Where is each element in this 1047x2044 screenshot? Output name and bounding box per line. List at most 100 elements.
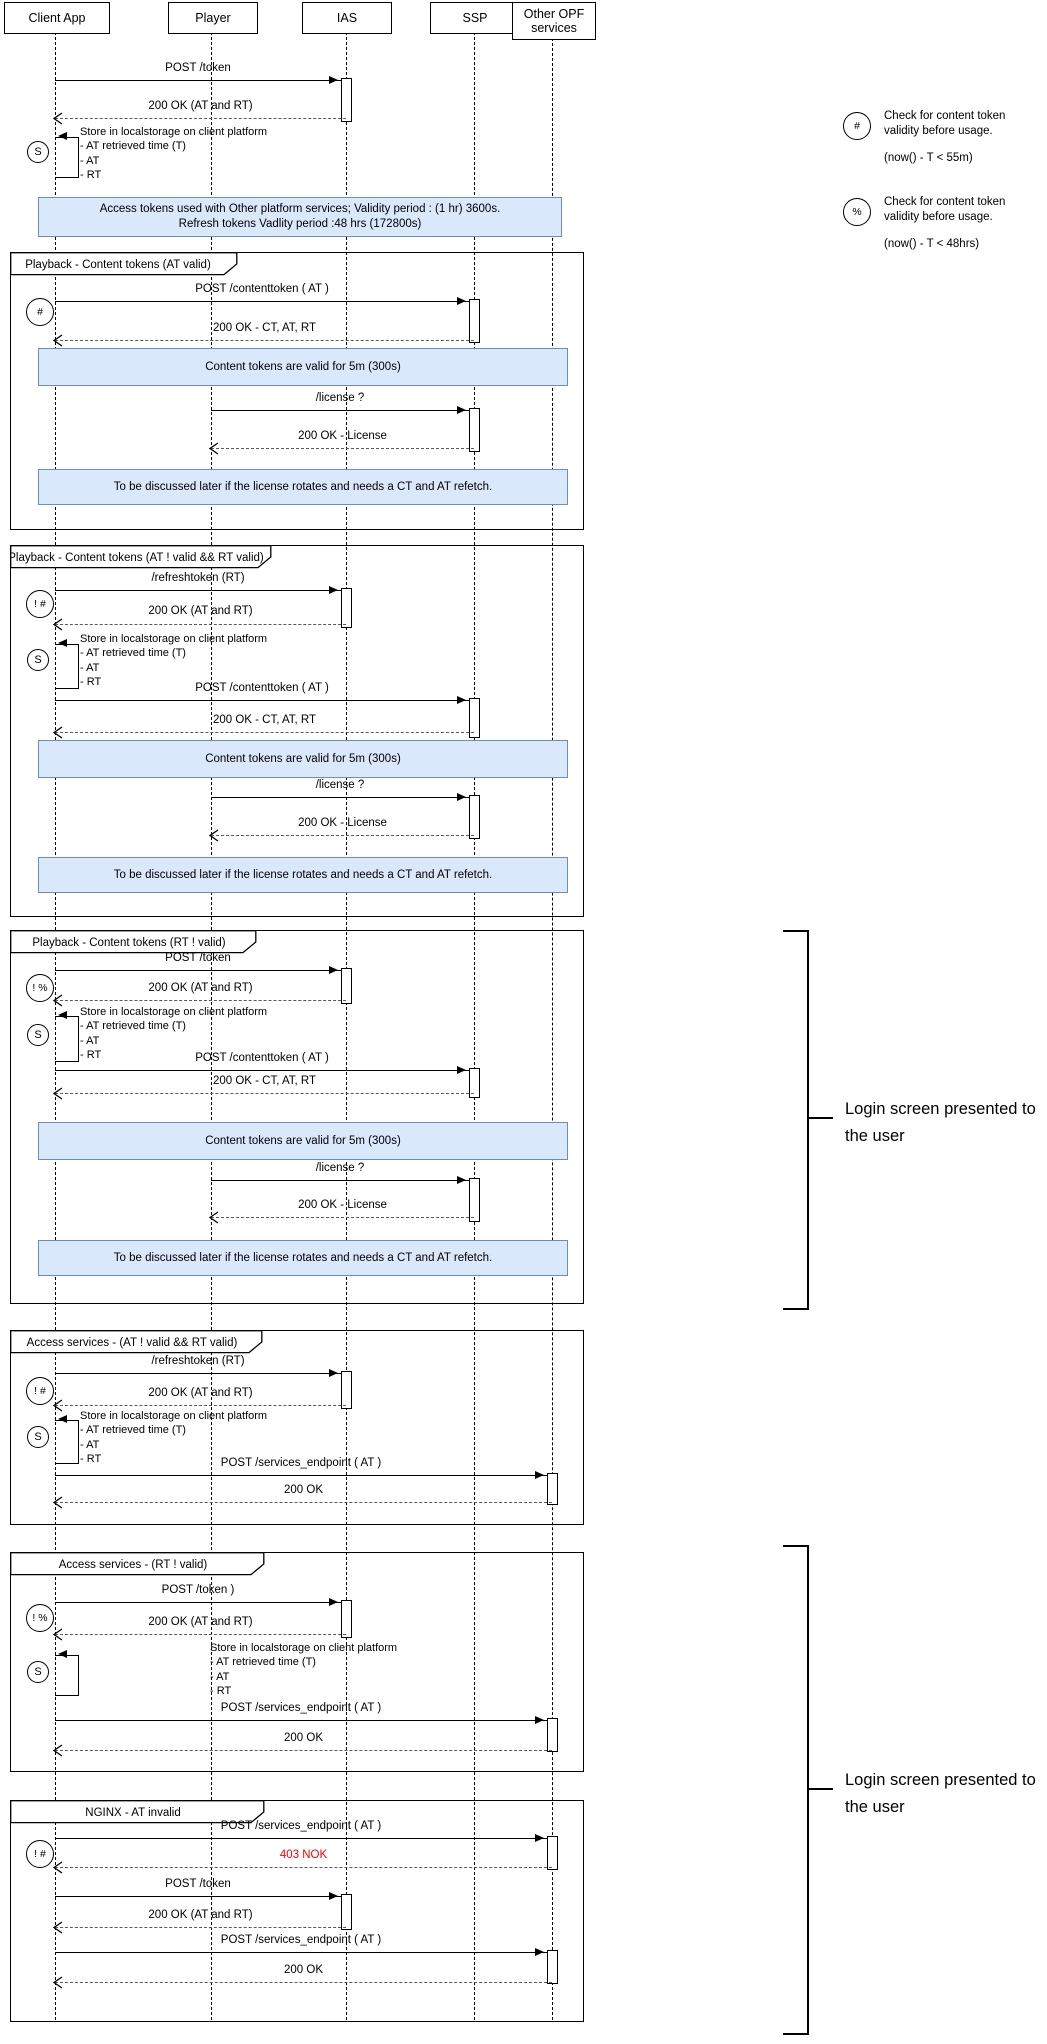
arrowhead-left-icon <box>52 1628 63 1641</box>
arrowhead-right-icon <box>329 585 342 594</box>
message-label: POST /token <box>165 1878 231 1890</box>
message-label: /refreshtoken (RT) <box>151 572 245 584</box>
arrowhead-right-icon <box>535 1833 548 1842</box>
return-line <box>52 1496 552 1509</box>
message-label: 200 OK (AT and RT) <box>148 605 253 617</box>
return-line <box>52 1744 552 1757</box>
activation-bar <box>341 968 352 1004</box>
message-label: POST /token <box>165 952 231 964</box>
message-line <box>55 1947 547 1956</box>
arrowhead-left-icon <box>208 1211 219 1224</box>
note-license-discussion: To be discussed later if the license rot… <box>38 1240 568 1276</box>
message-label: POST /services_endpoint ( AT ) <box>220 1934 382 1946</box>
self-message <box>55 1650 79 1696</box>
activation-bar <box>341 1371 352 1409</box>
frame-playback-rt-invalid <box>10 930 584 1304</box>
message-label: POST /contenttoken ( AT ) <box>195 1052 329 1064</box>
legend-hash-icon: # <box>843 112 871 140</box>
legend-percent-icon: % <box>843 198 871 226</box>
store-marker: S <box>27 141 49 163</box>
frame-title-tab: Playback - Content tokens (AT valid) <box>10 252 238 276</box>
arrowhead-right-icon <box>329 1597 342 1606</box>
arrowhead-right-icon <box>329 1891 342 1900</box>
legend-condition: (now() - T < 48hrs) <box>884 238 980 250</box>
legend-text: Check for content token validity before … <box>884 110 1006 137</box>
message-label-error: 403 NOK <box>279 1849 328 1861</box>
activation-bar <box>341 1600 352 1638</box>
self-message <box>55 639 79 689</box>
lifeline-ias <box>346 32 347 2020</box>
message-label: 200 OK <box>284 1732 323 1744</box>
frame-title-tab: Playback - Content tokens (RT ! valid) <box>10 930 257 954</box>
arrowhead-right-icon <box>457 1065 470 1074</box>
message-label: /license ? <box>315 392 365 404</box>
arrowhead-left-icon <box>54 1415 67 1424</box>
frame-nginx-at-invalid <box>10 1800 584 2022</box>
store-marker: S <box>27 1024 49 1046</box>
arrowhead-right-icon <box>457 405 470 414</box>
return-line <box>52 1399 346 1412</box>
self-message <box>55 132 79 178</box>
store-marker: S <box>27 1426 49 1448</box>
self-message <box>55 1011 79 1062</box>
message-label: POST /token ) <box>161 1584 235 1596</box>
marker-not-hash: ! # <box>26 590 54 618</box>
self-message <box>55 1415 79 1464</box>
message-line <box>55 1715 547 1724</box>
frame-access-rt-invalid <box>10 1552 584 1772</box>
activation-bar <box>341 588 352 628</box>
arrowhead-right-icon <box>329 75 342 84</box>
note-ct-validity: Content tokens are valid for 5m (300s) <box>38 740 568 778</box>
message-line <box>55 75 341 84</box>
message-label: 200 OK - License <box>298 817 387 829</box>
activation-bar <box>547 1718 558 1752</box>
arrowhead-right-icon <box>535 1715 548 1724</box>
bracket-top <box>783 930 807 932</box>
frame-playback-at-valid <box>10 252 584 530</box>
message-label: /license ? <box>315 779 365 791</box>
return-line <box>52 1628 346 1641</box>
arrowhead-left-icon <box>52 1744 63 1757</box>
arrowhead-left-icon <box>52 334 63 347</box>
arrowhead-left-icon <box>52 1861 63 1874</box>
note-ct-validity: Content tokens are valid for 5m (300s) <box>38 348 568 386</box>
activation-bar <box>469 698 480 738</box>
activation-bar <box>341 78 352 122</box>
message-label: 200 OK - CT, AT, RT <box>212 322 317 334</box>
arrowhead-left-icon <box>52 726 63 739</box>
bracket-tick <box>809 1788 833 1790</box>
note-license-discussion: To be discussed later if the license rot… <box>38 469 568 505</box>
message-line <box>55 1368 341 1377</box>
note-license-discussion: To be discussed later if the license rot… <box>38 857 568 893</box>
activation-bar <box>469 1068 480 1098</box>
activation-bar <box>469 1178 480 1222</box>
store-note: Store in localstorage on client platform… <box>80 126 268 182</box>
return-line <box>52 726 474 739</box>
marker-not-percent: ! % <box>26 974 54 1002</box>
return-line <box>52 1087 474 1100</box>
actor-ssp: SSP <box>430 2 520 34</box>
arrowhead-left-icon <box>52 1921 63 1934</box>
arrowhead-left-icon <box>52 112 63 125</box>
return-line <box>52 994 346 1007</box>
actor-ias: IAS <box>302 2 392 34</box>
lifeline-client-app <box>55 32 56 2020</box>
arrowhead-right-icon <box>329 1368 342 1377</box>
store-note: Store in localstorage on client platform… <box>80 633 268 689</box>
message-line <box>55 965 341 974</box>
marker-not-percent: ! % <box>26 1604 54 1632</box>
bracket-tick <box>809 1117 833 1119</box>
message-label: /license ? <box>315 1162 365 1174</box>
message-line <box>55 585 341 594</box>
message-line <box>55 1891 341 1900</box>
note-ct-validity: Content tokens are valid for 5m (300s) <box>38 1122 568 1160</box>
message-line <box>55 1470 547 1479</box>
bracket-line <box>807 1545 809 2035</box>
activation-bar <box>469 408 480 452</box>
bracket-bottom <box>783 2033 807 2035</box>
arrowhead-left-icon <box>208 442 219 455</box>
note-token-validity: Access tokens used with Other platform s… <box>38 197 562 237</box>
arrowhead-left-icon <box>54 1650 67 1659</box>
frame-title-tab: NGINX - AT invalid <box>10 1800 265 1824</box>
message-line <box>55 1065 469 1074</box>
